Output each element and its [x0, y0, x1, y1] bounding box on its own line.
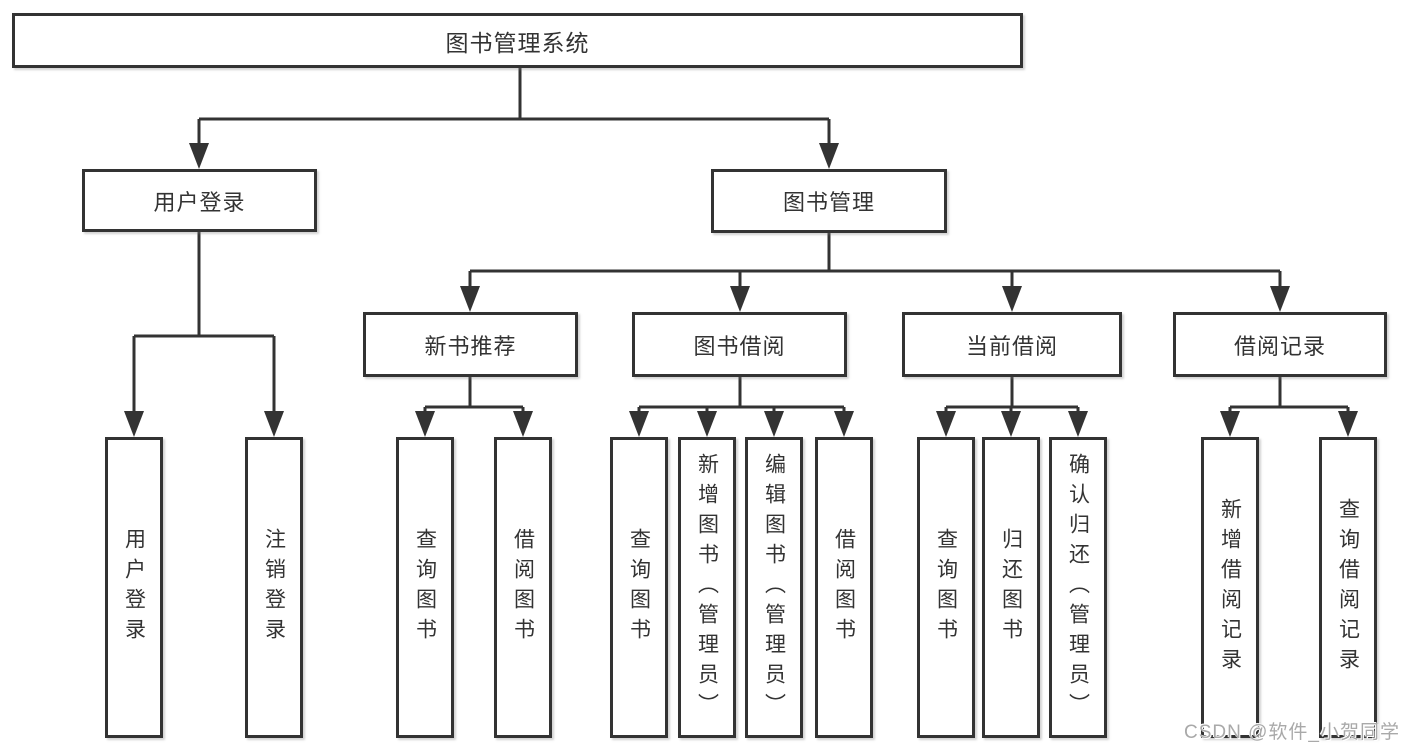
- leaf-logout: 注销登录: [245, 437, 303, 738]
- leaf-add-borrow-record: 新增借阅记录: [1201, 437, 1259, 738]
- node-borrowing-records: 借阅记录: [1173, 312, 1387, 377]
- leaf-user-login: 用户登录: [105, 437, 163, 738]
- node-book-borrowing: 图书借阅: [632, 312, 847, 377]
- leaf-query-books-borrowing: 查询图书: [610, 437, 668, 738]
- node-current-borrowing: 当前借阅: [902, 312, 1122, 377]
- leaf-borrow-books-borrowing: 借阅图书: [815, 437, 873, 738]
- node-library-management-system: 图书管理系统: [12, 13, 1023, 68]
- leaf-add-book-admin: 新增图书（管理员）: [678, 437, 736, 738]
- node-new-book-recommendation: 新书推荐: [363, 312, 578, 377]
- watermark-text: CSDN @软件_小贺同学: [1184, 722, 1400, 743]
- leaf-query-borrow-record: 查询借阅记录: [1319, 437, 1377, 738]
- leaf-return-books: 归还图书: [982, 437, 1040, 738]
- leaf-confirm-return-admin: 确认归还（管理员）: [1049, 437, 1107, 738]
- leaf-edit-book-admin: 编辑图书（管理员）: [745, 437, 803, 738]
- arrowheads: [124, 143, 1358, 437]
- node-user-login: 用户登录: [82, 169, 317, 232]
- leaf-query-books-recommend: 查询图书: [396, 437, 454, 738]
- leaf-borrow-books-recommend: 借阅图书: [494, 437, 552, 738]
- node-book-management: 图书管理: [711, 169, 947, 233]
- leaf-query-books-current: 查询图书: [917, 437, 975, 738]
